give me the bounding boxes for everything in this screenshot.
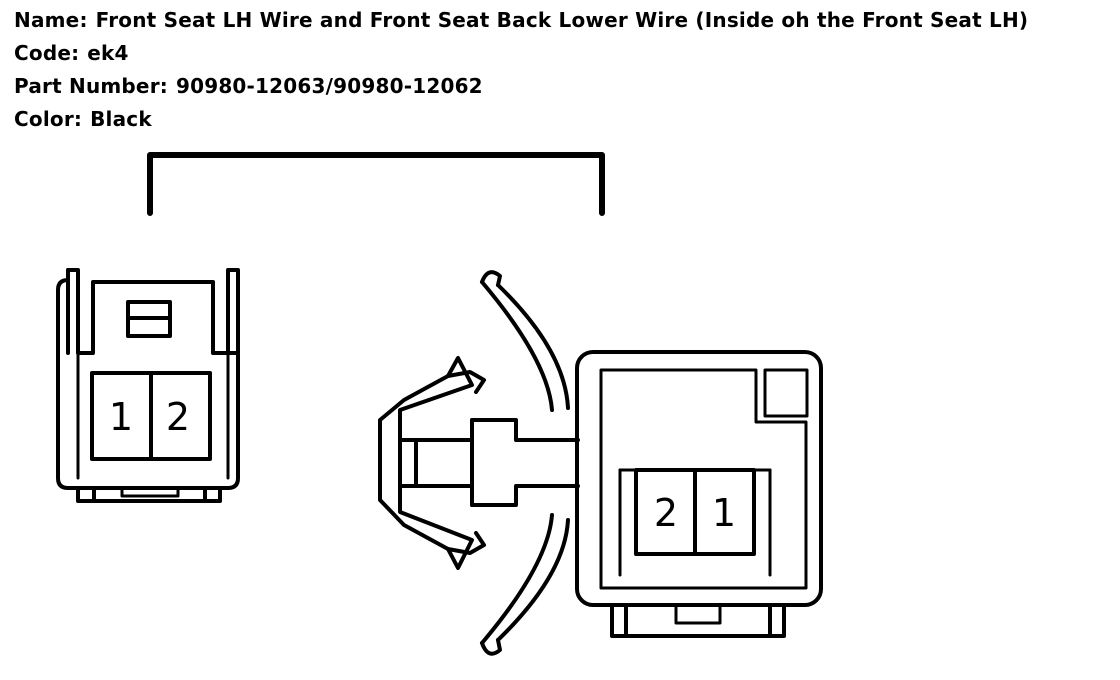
right-connector-inner-frame [599,368,808,590]
right-clip-arrowhead [378,356,474,570]
code-row: Code: ek4 [14,41,129,65]
right-connector-housing [575,350,823,607]
name-row: Name: Front Seat LH Wire and Front Seat B… [14,8,1028,32]
right-pin-2: 2 [654,491,678,535]
name-label: Name: [14,8,88,32]
right-retaining-strap [496,283,570,410]
right-clip-shaft [414,438,474,488]
name-value: Front Seat LH Wire and Front Seat Back L… [95,8,1029,32]
right-connector-base [610,603,786,638]
color-value: Black [90,107,152,131]
right-pin-1: 1 [712,491,736,535]
mating-bracket [147,152,605,216]
left-pin-2: 2 [166,395,190,439]
color-label: Color: [14,107,83,131]
color-row: Color: Black [14,107,152,131]
code-value: ek4 [87,41,129,65]
part-number-row: Part Number: 90980-12063/90980-12062 [14,74,483,98]
part-number-value: 90980-12063/90980-12062 [175,74,483,98]
code-label: Code: [14,41,80,65]
left-connector: 1 2 [56,268,240,503]
right-keying-tab [763,368,809,418]
part-number-label: Part Number: [14,74,168,98]
left-connector-base [76,486,222,503]
right-connector: 2 1 [378,270,823,656]
left-pin-1: 1 [109,395,133,439]
